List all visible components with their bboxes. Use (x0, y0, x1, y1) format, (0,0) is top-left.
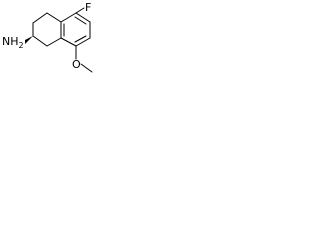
bond-c5-c6 (46, 37, 62, 47)
fluorine-label: F (85, 1, 91, 14)
bond-o-ch3 (80, 63, 93, 73)
amine-nh-text: NH (2, 35, 19, 48)
amine-subscript-text: 2 (19, 41, 24, 50)
bond-ar-1 (60, 12, 77, 23)
bond-c2-c3 (32, 12, 48, 24)
bond-ar-2 (75, 12, 91, 23)
bond-c1-c2 (46, 12, 62, 23)
bond-ar-2-double (74, 16, 87, 25)
bond-c4-c5 (32, 35, 48, 47)
bond-ar-5 (60, 37, 77, 47)
stereo-wedge-bond (25, 36, 33, 44)
amine-label: NH2 (2, 35, 24, 50)
bond-c-f (75, 7, 85, 14)
molecule-structure-diagram: F NH2 O (2, 1, 93, 73)
bond-ar-4-double (74, 35, 87, 43)
methoxy-oxygen-label: O (72, 58, 81, 71)
bond-ar-4 (75, 37, 91, 47)
